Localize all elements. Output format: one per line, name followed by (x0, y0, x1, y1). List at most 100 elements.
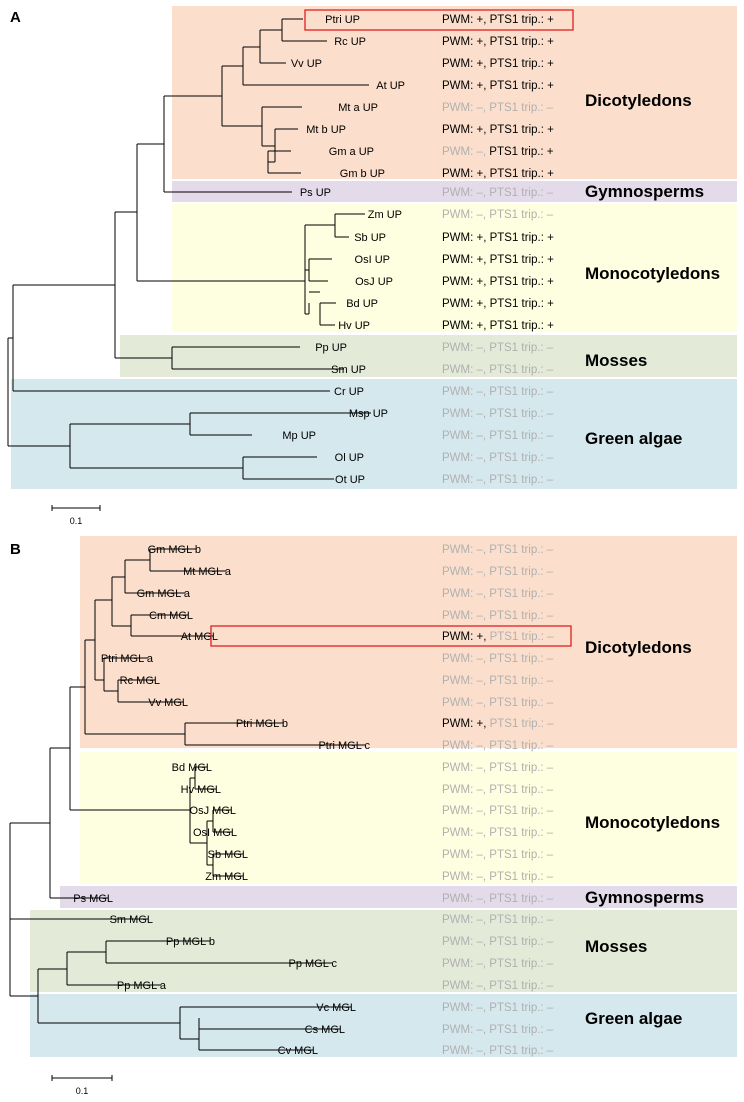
panel-b-annotation: PWM: –, PTS1 trip.: – (442, 675, 554, 687)
panel-b-band-mosses (30, 910, 737, 992)
panel-b-pts1-value: PTS1 trip.: – (486, 849, 554, 861)
panel-a-pwm-value: PWM: –, (442, 342, 486, 354)
panel-b-pwm-value: PWM: –, (442, 980, 486, 992)
panel-a-pwm-value: PWM: –, (442, 146, 486, 158)
panel-b-annotation: PWM: –, PTS1 trip.: – (442, 1045, 554, 1057)
panel-a-annotation: PWM: +, PTS1 trip.: + (442, 36, 554, 48)
panel-a-annotation: PWM: –, PTS1 trip.: – (442, 187, 554, 199)
panel-a-annotation: PWM: –, PTS1 trip.: – (442, 209, 554, 221)
panel-b-leaf-label: Rc MGL (120, 675, 160, 687)
panel-b-annotation: PWM: –, PTS1 trip.: – (442, 762, 554, 774)
panel-a-band-monocots (172, 204, 737, 332)
panel-a-pwm-value: PWM: –, (442, 209, 486, 221)
panel-b-pwm-value: PWM: –, (442, 762, 486, 774)
panel-a-leaf-label: Ps UP (300, 187, 331, 199)
panel-b-group-label: Green algae (585, 1009, 682, 1028)
panel-a-pwm-value: PWM: +, (442, 320, 486, 332)
panel-a-pwm-value: PWM: –, (442, 364, 486, 376)
panel-a-pts1-value: PTS1 trip.: + (486, 36, 554, 48)
panel-b-pwm-value: PWM: –, (442, 675, 486, 687)
panel-b-leaf-label: Ptri MGL a (101, 653, 154, 665)
panel-b-pts1-value: PTS1 trip.: – (486, 1045, 554, 1057)
panel-b-leaf-label: Sm MGL (110, 914, 153, 926)
panel-a-leaf-label: Ptri UP (325, 14, 360, 26)
panel-a-group-label: Monocotyledons (585, 264, 720, 283)
panel-a-pwm-value: PWM: +, (442, 36, 486, 48)
panel-b-scale-label: 0.1 (76, 1086, 89, 1096)
panel-b-pwm-value: PWM: –, (442, 958, 486, 970)
panel-a-annotation: PWM: –, PTS1 trip.: – (442, 102, 554, 114)
panel-b-leaf-label: Vc MGL (316, 1002, 356, 1014)
panel-a-annotation: PWM: +, PTS1 trip.: + (442, 14, 554, 26)
panel-b-annotation: PWM: –, PTS1 trip.: – (442, 1002, 554, 1014)
panel-b-pwm-value: PWM: –, (442, 653, 486, 665)
panel-a-leaf-label: OsI UP (355, 254, 390, 266)
panel-b-band-gymno (60, 886, 737, 908)
panel-a-leaf-label: Mt b UP (306, 124, 346, 136)
panel-b-pts1-value: PTS1 trip.: – (486, 653, 554, 665)
panel-b-pts1-value: PTS1 trip.: – (486, 914, 554, 926)
panel-a-group-label: Dicotyledons (585, 91, 692, 110)
panel-a-scale-label: 0.1 (70, 516, 83, 526)
panel-a-pts1-value: PTS1 trip.: + (486, 124, 554, 136)
panel-a-annotation: PWM: –, PTS1 trip.: – (442, 342, 554, 354)
panel-b-annotation: PWM: –, PTS1 trip.: – (442, 610, 554, 622)
panel-b-annotation: PWM: –, PTS1 trip.: – (442, 588, 554, 600)
panel-b-pwm-value: PWM: –, (442, 544, 486, 556)
panel-a-pts1-value: PTS1 trip.: + (486, 14, 554, 26)
panel-b-pts1-value: PTS1 trip.: – (486, 740, 554, 752)
panel-b-pts1-value: PTS1 trip.: – (486, 893, 554, 905)
panel-a-annotation: PWM: +, PTS1 trip.: + (442, 80, 554, 92)
panel-a-pwm-value: PWM: –, (442, 386, 486, 398)
panel-b-leaf-label: At MGL (181, 631, 218, 643)
panel-a-pts1-value: PTS1 trip.: + (486, 276, 554, 288)
panel-b-pwm-value: PWM: +, (442, 718, 486, 730)
panel-b-annotation: PWM: –, PTS1 trip.: – (442, 827, 554, 839)
panel-b-leaf-label: Gm MGL b (148, 544, 201, 556)
panel-a-annotation: PWM: +, PTS1 trip.: + (442, 124, 554, 136)
panel-a-pwm-value: PWM: +, (442, 80, 486, 92)
panel-a-group-label: Green algae (585, 429, 682, 448)
panel-a-pwm-value: PWM: +, (442, 168, 486, 180)
tree-branches (7, 18, 371, 1051)
panel-a-pwm-value: PWM: +, (442, 14, 486, 26)
panel-b-pwm-value: PWM: –, (442, 588, 486, 600)
panel-b-annotation: PWM: –, PTS1 trip.: – (442, 566, 554, 578)
panel-b-pwm-value: PWM: –, (442, 740, 486, 752)
panel-a-pts1-value: PTS1 trip.: – (486, 342, 554, 354)
panel-b-annotation: PWM: –, PTS1 trip.: – (442, 805, 554, 817)
panel-a-pwm-value: PWM: –, (442, 430, 486, 442)
panel-a-annotation: PWM: +, PTS1 trip.: + (442, 298, 554, 310)
panel-a-band-mosses (120, 335, 737, 377)
panel-b-pwm-value: PWM: –, (442, 849, 486, 861)
panel-a-pts1-value: PTS1 trip.: + (486, 298, 554, 310)
panel-b-annotation: PWM: –, PTS1 trip.: – (442, 914, 554, 926)
panel-a-annotation: PWM: –, PTS1 trip.: – (442, 386, 554, 398)
panel-a-label: A (10, 9, 21, 26)
panel-a-group-label: Mosses (585, 351, 647, 370)
panel-b-annotation: PWM: –, PTS1 trip.: – (442, 544, 554, 556)
panel-b-pwm-value: PWM: +, (442, 631, 486, 643)
panel-b-leaf-label: OsI MGL (193, 827, 237, 839)
panel-b-pwm-value: PWM: –, (442, 893, 486, 905)
panel-a-pwm-value: PWM: +, (442, 298, 486, 310)
panel-b-annotation: PWM: –, PTS1 trip.: – (442, 936, 554, 948)
panel-a-annotation: PWM: –, PTS1 trip.: + (442, 146, 554, 158)
panel-b-pwm-value: PWM: –, (442, 914, 486, 926)
panel-a-pwm-value: PWM: +, (442, 124, 486, 136)
panel-b-leaf-label: OsJ MGL (190, 805, 236, 817)
panel-b-annotation: PWM: –, PTS1 trip.: – (442, 958, 554, 970)
panel-a-pts1-value: PTS1 trip.: – (486, 408, 554, 420)
panel-b-pts1-value: PTS1 trip.: – (486, 958, 554, 970)
panel-b-pwm-value: PWM: –, (442, 827, 486, 839)
panel-a-annotation: PWM: +, PTS1 trip.: + (442, 58, 554, 70)
panel-a-annotation: PWM: –, PTS1 trip.: – (442, 364, 554, 376)
panel-b-pts1-value: PTS1 trip.: – (486, 1024, 554, 1036)
panel-a-leaf-label: Cr UP (334, 386, 364, 398)
panel-a-annotation: PWM: +, PTS1 trip.: + (442, 168, 554, 180)
panel-b-leaf-label: Ptri MGL c (318, 740, 370, 752)
panel-b-leaf-label: Hv MGL (181, 784, 221, 796)
scale-bars: 0.1 0.1 (51, 505, 113, 1096)
